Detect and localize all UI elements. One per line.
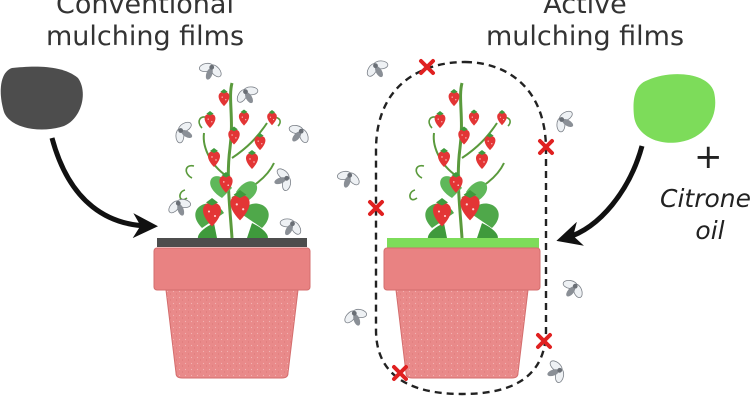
red-x-icon [392,365,408,381]
citronella-line2: oil [695,216,725,245]
fly-icon [556,273,589,306]
conventional-title-line2: mulching films [45,21,245,52]
conventional-film-blob [0,66,83,130]
active-barrier-dashed-outline [374,60,548,396]
plus-sign: + [694,137,723,177]
active-title: Active mulching films [440,0,730,53]
citronella-line1: Citronella [660,184,750,213]
fly-icon [231,80,264,110]
conventional-film-layer [157,238,307,247]
fly-icon [550,105,580,138]
left-pot [153,247,311,379]
left-strawberry-plant [180,83,280,241]
conventional-title-line1: Conventional [56,0,234,20]
fly-icon [332,165,365,193]
fly-icon [339,303,372,331]
fly-icon [542,355,570,388]
right-strawberry-plant [410,83,510,241]
fly-icon [269,163,297,196]
fly-icon [274,212,307,242]
citronella-oil-label: Citronella oil [660,183,750,247]
active-title-line2: mulching films [485,21,685,52]
conventional-title: Conventional mulching films [20,0,270,53]
active-film-blob [633,74,716,143]
right-curved-arrow-icon [556,145,645,246]
fly-icon [282,118,315,151]
fly-icon [169,116,199,149]
left-curved-arrow-icon [49,137,158,239]
right-pot [383,247,541,379]
fly-icon [361,54,394,84]
active-film-layer [387,238,539,248]
active-title-line1: Active [543,0,627,20]
fly-icon [194,57,227,85]
